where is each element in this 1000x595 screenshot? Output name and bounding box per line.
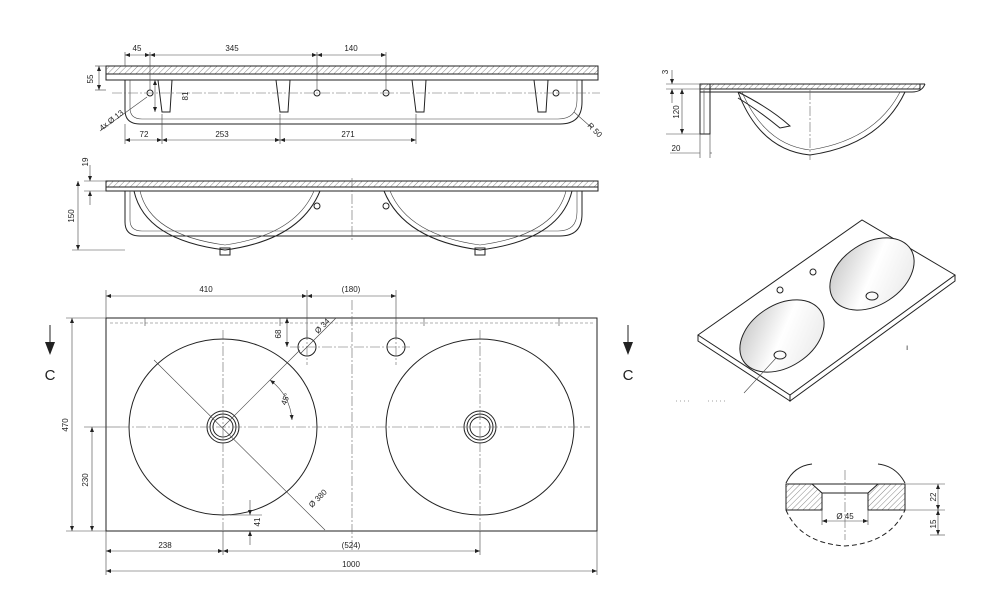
dim-15: 15 — [929, 519, 938, 528]
dim-1000: 1000 — [342, 560, 360, 569]
dim-271: 271 — [341, 130, 355, 139]
dim-140: 140 — [344, 44, 358, 53]
front-basin-left — [133, 190, 321, 251]
dim-120: 120 — [672, 105, 681, 119]
dim-230: 230 — [81, 473, 90, 487]
top-slab-outline — [105, 65, 599, 81]
side-section-view: 3 120 20 — [661, 69, 926, 160]
dim-3: 3 — [661, 69, 670, 74]
detail-view: 22 15 Ø 45 — [785, 463, 945, 547]
dim-253: 253 — [215, 130, 229, 139]
dim-20: 20 — [672, 144, 681, 153]
dim-380: Ø 380 — [307, 487, 329, 509]
dim-22: 22 — [929, 492, 938, 501]
plan-outline — [105, 317, 598, 532]
top-section-view: 45 345 140 55 81 4x Ø 13 72 253 271 R 50 — [86, 44, 604, 144]
dim-524: (524) — [342, 541, 361, 550]
dim-55: 55 — [86, 74, 95, 83]
iso-basin-left — [739, 299, 825, 373]
dim-r50: R 50 — [586, 121, 605, 140]
section-mark-right: C — [623, 325, 634, 384]
front-section-dims: 19 150 — [67, 157, 125, 251]
dim-angle: 45° — [279, 392, 292, 406]
top-section-dims: 45 345 140 55 81 4x Ø 13 72 253 271 R 50 — [86, 44, 604, 144]
iso-view: ı — [676, 219, 956, 402]
top-frame-inner — [129, 80, 578, 120]
dim-238: 238 — [158, 541, 172, 550]
dim-41: 41 — [253, 517, 262, 526]
dim-180: (180) — [342, 285, 361, 294]
dim-45: 45 — [133, 44, 142, 53]
dim-19: 19 — [81, 157, 90, 166]
top-slab — [105, 65, 599, 75]
detail-view-dims: 22 15 Ø 45 — [821, 483, 945, 536]
dim-470: 470 — [61, 418, 70, 432]
dim-34: Ø 34 — [313, 316, 332, 335]
dim-410: 410 — [199, 285, 213, 294]
section-label-right: C — [623, 367, 634, 384]
dim-345: 345 — [225, 44, 239, 53]
front-basin-right — [383, 190, 573, 251]
dim-68: 68 — [274, 329, 283, 338]
plan-view: 410 (180) 68 Ø 34 45° Ø 380 470 230 41 — [45, 285, 634, 575]
iso-marker: ı — [906, 343, 908, 352]
section-label-left: C — [45, 367, 56, 384]
iso-basin-right — [829, 237, 915, 311]
brackets — [157, 79, 549, 113]
top-frame — [124, 80, 583, 125]
section-mark-left: C — [45, 325, 56, 384]
side-section-dims: 3 120 20 — [661, 69, 712, 158]
iso-top — [697, 219, 956, 396]
dim-d45: Ø 45 — [836, 512, 854, 521]
side-basin — [737, 91, 906, 156]
dim-72: 72 — [140, 130, 149, 139]
dim-150: 150 — [67, 209, 76, 223]
front-section-view: 19 150 — [67, 157, 599, 256]
dim-holes: 4x Ø 13 — [98, 108, 126, 133]
dim-81: 81 — [181, 91, 190, 100]
